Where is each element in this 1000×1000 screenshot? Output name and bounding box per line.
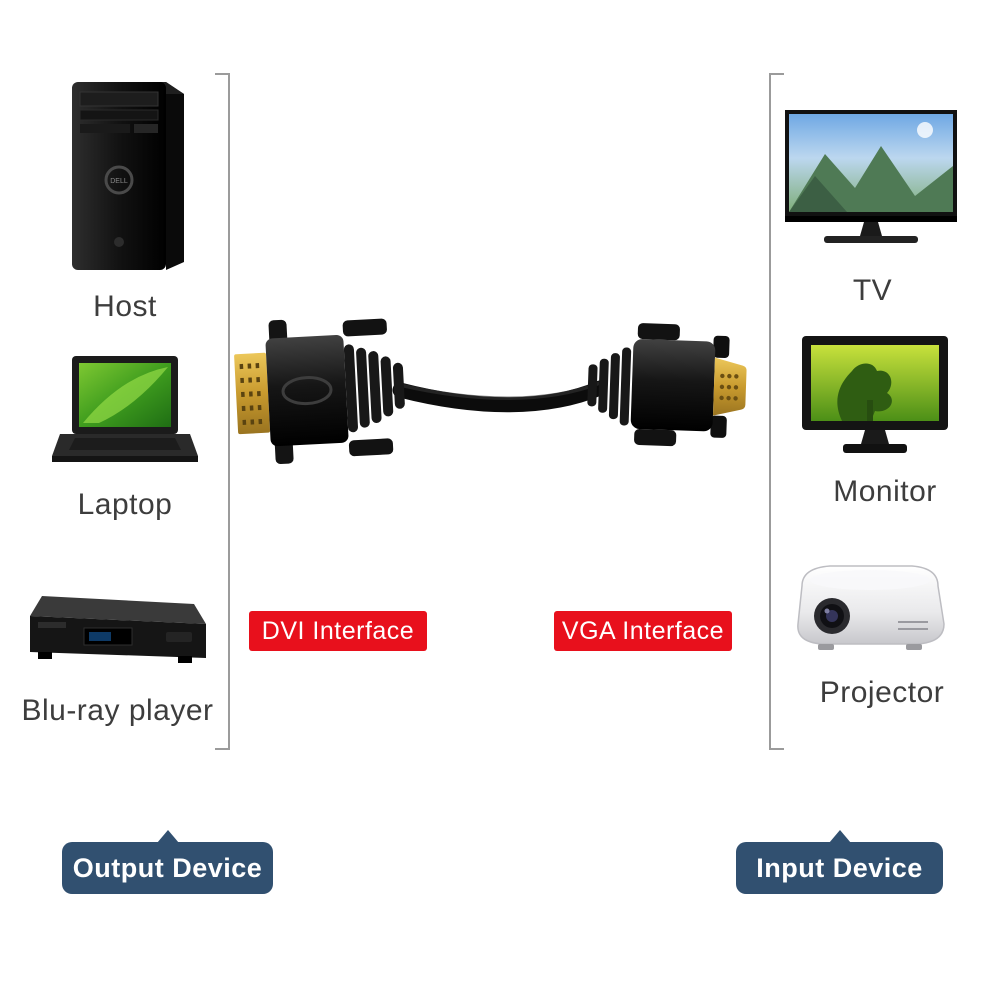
tv-label: TV: [852, 274, 893, 307]
dvi-connector-icon: [234, 318, 405, 465]
monitor-icon: [802, 336, 948, 453]
projector-icon: [797, 565, 945, 650]
svg-text:DELL: DELL: [110, 178, 128, 185]
vga-connector-icon: [587, 323, 747, 447]
dvi-interface-label: DVI Interface: [249, 611, 427, 651]
vga-interface-label: VGA Interface: [554, 611, 732, 651]
host-label: Host: [93, 290, 157, 323]
left-bracket: [215, 73, 230, 750]
projector-label: Projector: [819, 676, 945, 709]
monitor-label: Monitor: [833, 475, 937, 508]
laptop-label: Laptop: [77, 488, 173, 521]
dvi-to-vga-cable-icon: [234, 318, 747, 465]
bluray-player-label: Blu-ray player: [21, 694, 214, 727]
laptop-icon: [52, 356, 198, 462]
input-device-badge: Input Device: [736, 842, 943, 894]
desktop-tower-icon: DELL: [72, 82, 184, 270]
tv-icon: [785, 110, 957, 243]
output-device-badge: Output Device: [62, 842, 273, 894]
bluray-player-icon: [30, 596, 206, 663]
right-bracket: [769, 73, 784, 750]
